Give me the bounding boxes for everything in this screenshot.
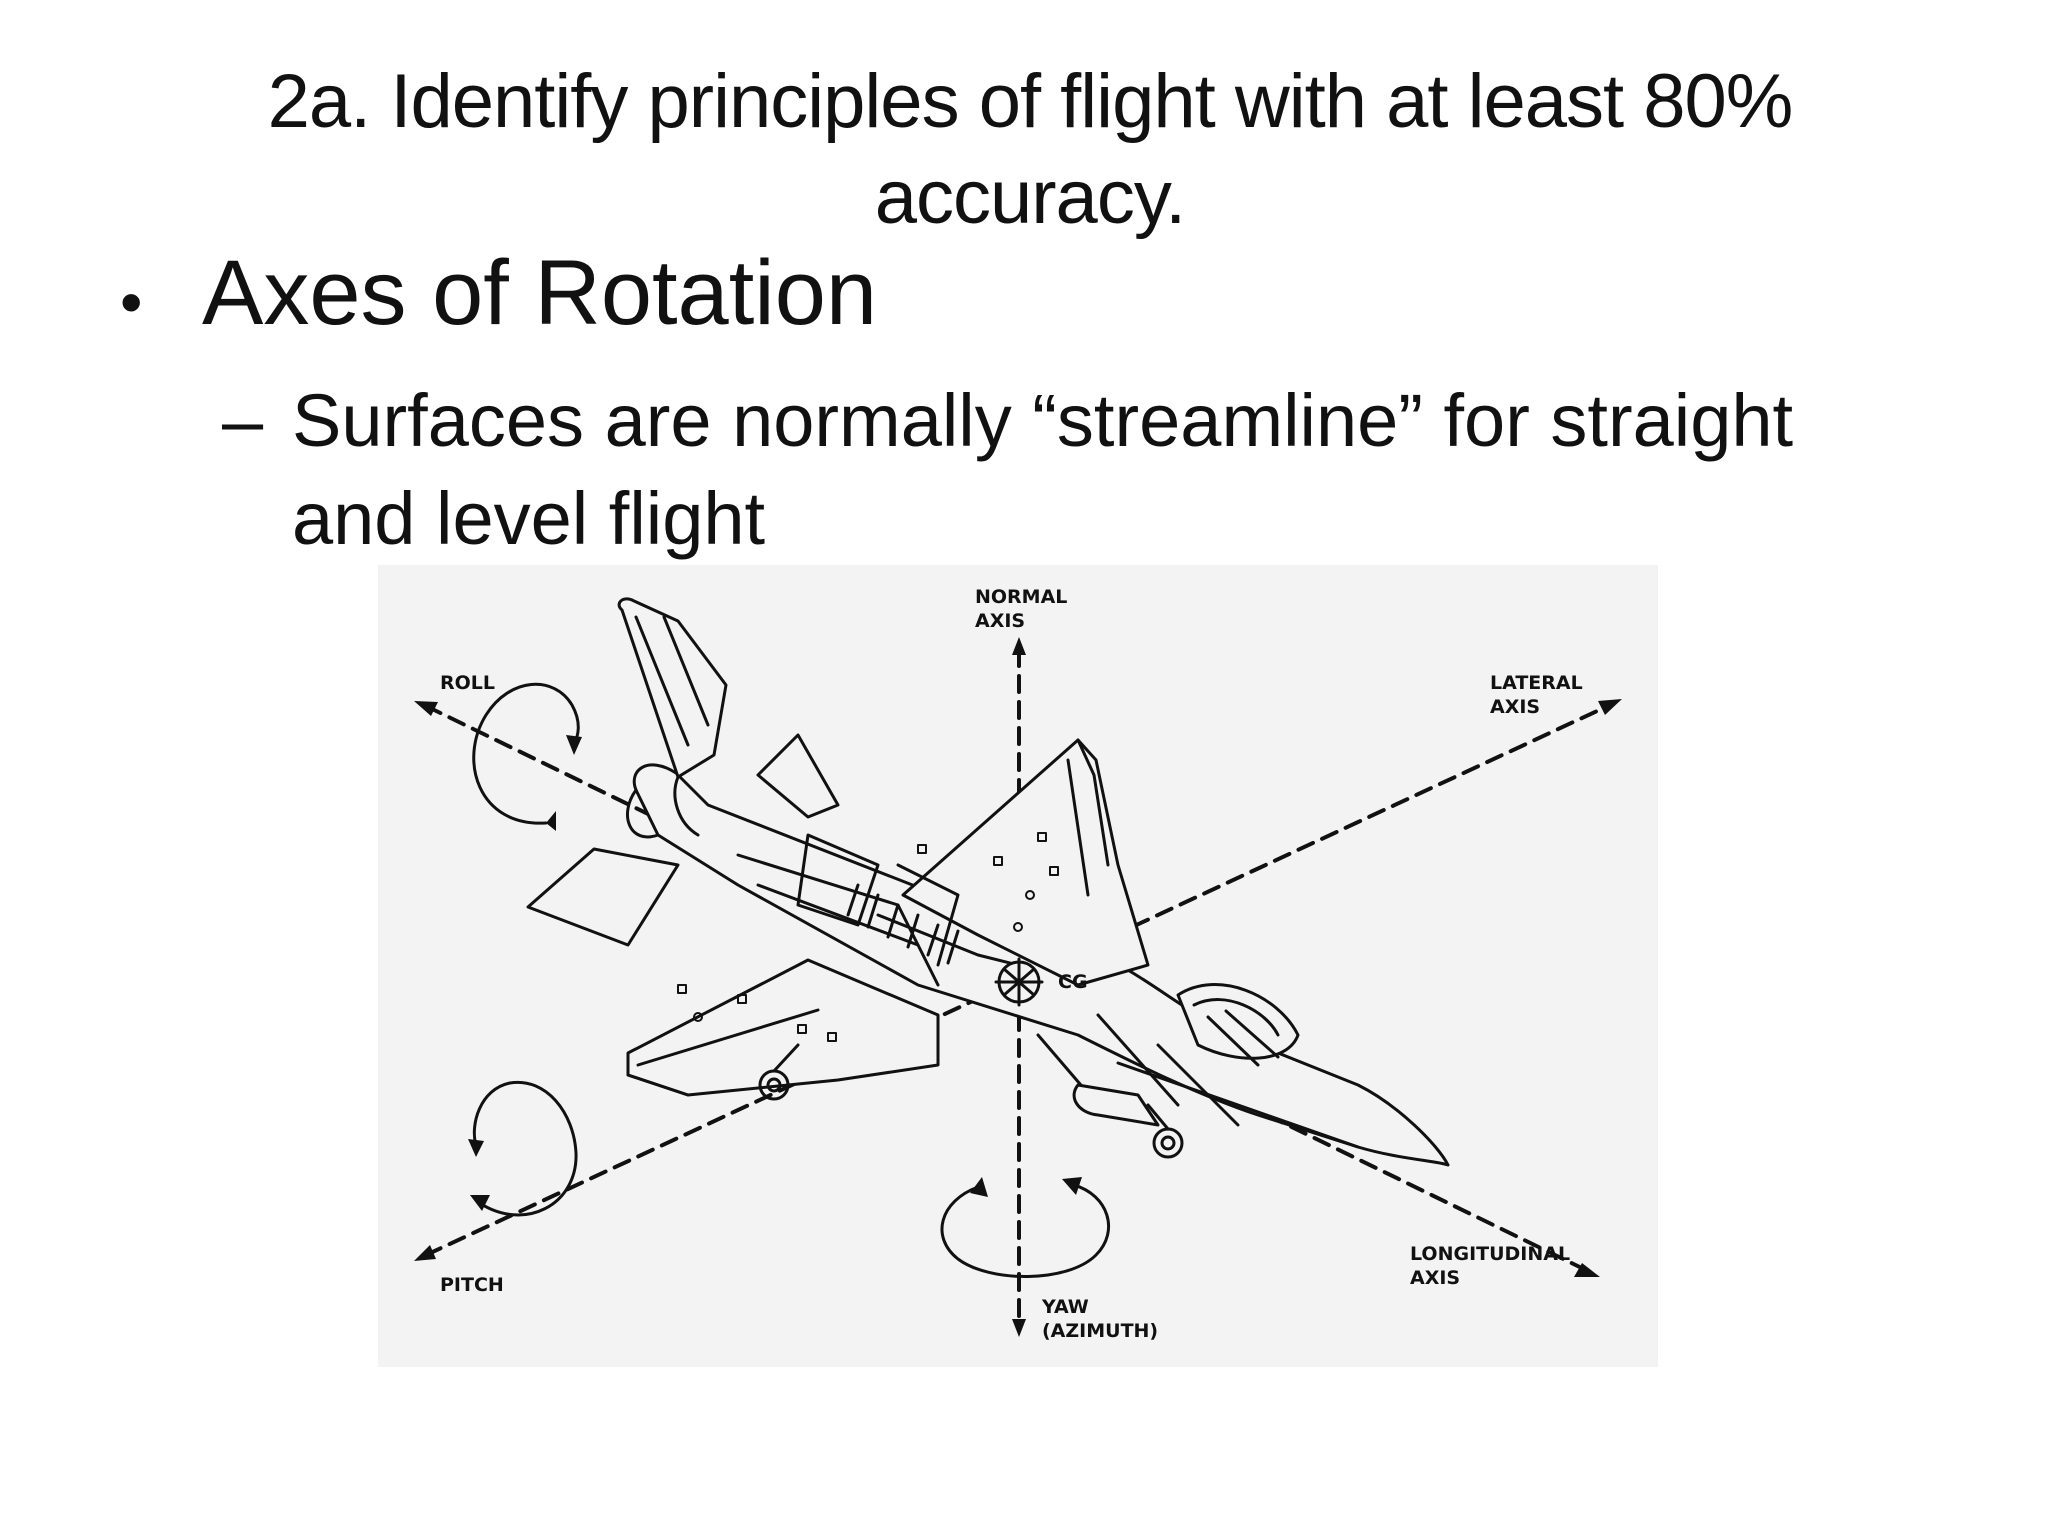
roll-axis-line	[424, 704, 1592, 1274]
yaw-label: YAW (AZIMUTH)	[1042, 1296, 1159, 1342]
roll-label: ROLL	[440, 672, 495, 694]
cg-label: CG	[1058, 971, 1088, 993]
bullet-text: Axes of Rotation	[202, 242, 878, 344]
pitch-rotation-arrow	[468, 1080, 578, 1217]
aircraft-outline	[526, 597, 1450, 1167]
sub-bullet-text: Surfaces are normally “streamline” for s…	[292, 379, 1794, 560]
longitudinal-axis-label: LONGITUDINAL AXIS	[1410, 1243, 1571, 1289]
yaw-rotation-arrow	[940, 1177, 1111, 1278]
sub-bullet-symbol: –	[222, 379, 264, 462]
roll-rotation-arrow	[472, 682, 582, 831]
cg-marker	[994, 957, 1044, 1007]
aircraft-axes-figure: NORMAL AXIS ROLL LATERAL AXIS CG PITCH L…	[378, 565, 1658, 1367]
aircraft-axes-drawing	[414, 597, 1622, 1337]
normal-axis-label: NORMAL AXIS	[975, 586, 1068, 632]
axis-arrowheads	[414, 637, 1622, 1337]
bullet-axes-of-rotation: • Axes of Rotation	[120, 238, 877, 357]
bullet-symbol: •	[120, 266, 143, 338]
pitch-label: PITCH	[440, 1274, 504, 1296]
sub-bullet-streamline: – Surfaces are normally “streamline” for…	[222, 372, 1872, 568]
slide-title: 2a. Identify principles of flight with a…	[267, 59, 1794, 240]
lateral-axis-label: LATERAL AXIS	[1490, 672, 1583, 718]
